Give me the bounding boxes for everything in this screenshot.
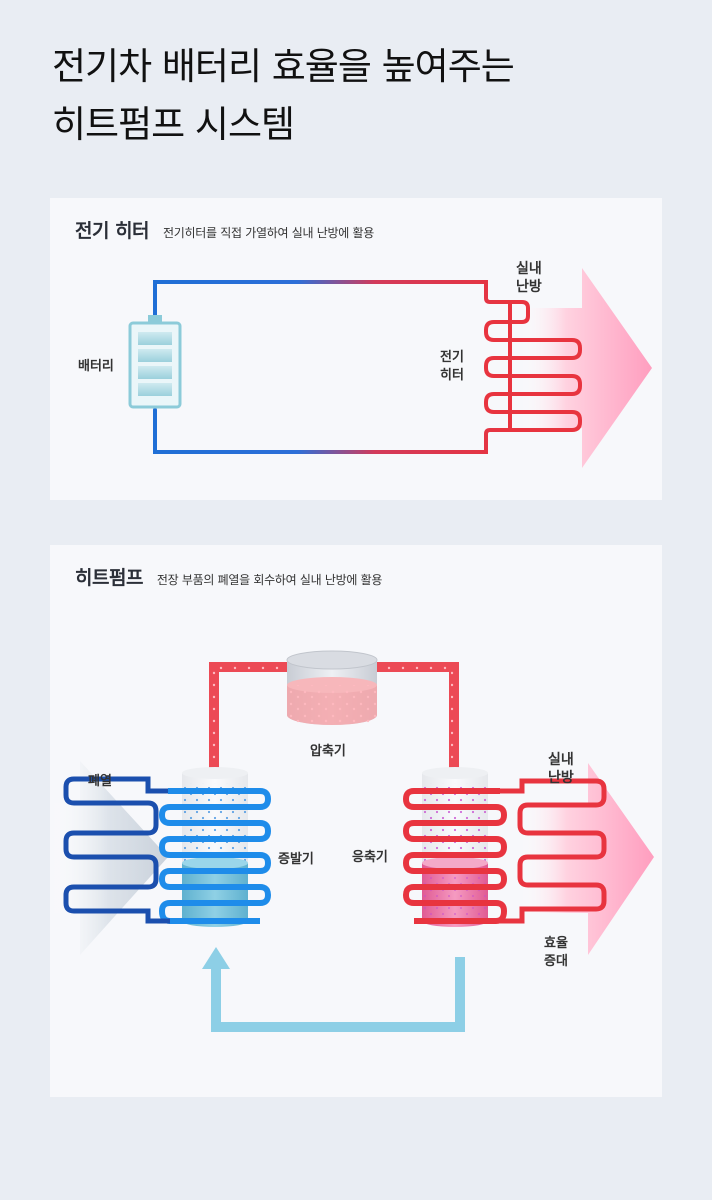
battery-label: 배터리 bbox=[78, 359, 114, 374]
battery-icon bbox=[128, 315, 182, 409]
evaporator-coil bbox=[158, 788, 272, 924]
condenser-label: 응축기 bbox=[352, 850, 388, 865]
electric-heater-header: 전기 히터 전기히터를 직접 가열하여 실내 난방에 활용 bbox=[75, 216, 374, 243]
compressor-icon bbox=[286, 650, 378, 725]
electric-heater-diagram bbox=[128, 268, 652, 468]
electric-heater-subtitle: 전기히터를 직접 가열하여 실내 난방에 활용 bbox=[163, 226, 374, 240]
condenser-icon bbox=[422, 767, 488, 927]
page-title: 전기차 배터리 효율을 높여주는 히트펌프 시스템 bbox=[52, 38, 672, 154]
circuit-wire bbox=[153, 280, 512, 454]
indoor-heating-label-2: 실내 난방 bbox=[548, 752, 574, 786]
heat-pump-diagram bbox=[50, 650, 654, 1032]
efficiency-label: 효율 증대 bbox=[544, 936, 568, 969]
return-line bbox=[211, 957, 465, 1032]
return-arrowhead bbox=[202, 947, 230, 969]
electric-heater-panel: 전기 히터 전기히터를 직접 가열하여 실내 난방에 활용 bbox=[50, 198, 662, 500]
indoor-heating-label: 실내 난방 bbox=[516, 261, 542, 295]
heat-pump-header: 히트펌프 전장 부품의 폐열을 회수하여 실내 난방에 활용 bbox=[75, 563, 382, 590]
waste-heat-label: 폐열 bbox=[88, 774, 112, 789]
evaporator-label: 증발기 bbox=[278, 852, 314, 867]
page-title-line2: 히트펌프 시스템 bbox=[52, 103, 295, 146]
compressor-label: 압축기 bbox=[310, 744, 346, 759]
heat-pump-panel: 히트펌프 전장 부품의 폐열을 회수하여 실내 난방에 활용 bbox=[50, 545, 662, 1097]
heat-pump-title: 히트펌프 bbox=[75, 567, 143, 589]
condenser-coil bbox=[402, 788, 508, 924]
heat-pump-subtitle: 전장 부품의 폐열을 회수하여 실내 난방에 활용 bbox=[156, 573, 383, 587]
waste-heat-coil bbox=[63, 776, 170, 924]
heater-label: 전기 히터 bbox=[440, 350, 464, 383]
page-title-line1: 전기차 배터리 효율을 높여주는 bbox=[52, 45, 515, 88]
heater-coil bbox=[484, 300, 582, 432]
indoor-heating-arrow bbox=[520, 268, 652, 468]
electric-heater-title: 전기 히터 bbox=[75, 220, 150, 242]
indoor-heat-coil bbox=[496, 778, 607, 924]
